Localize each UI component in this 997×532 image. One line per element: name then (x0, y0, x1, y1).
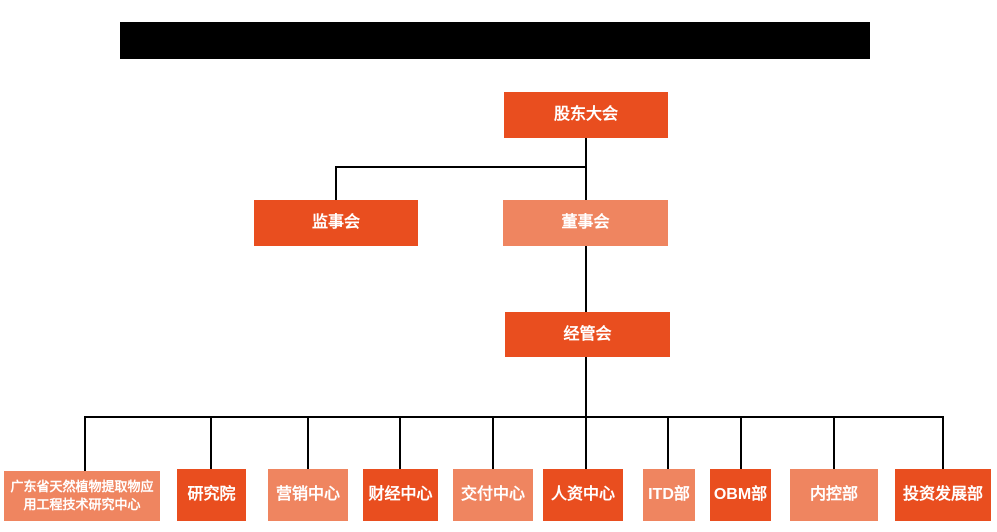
org-node-label: 人资中心 (550, 486, 615, 504)
org-node-label: 广东省天然植物提取物应用工程技术研究中心 (10, 479, 154, 512)
connector-drop-1 (84, 416, 86, 471)
connector-drop-5 (492, 416, 494, 469)
connector-management-down (585, 357, 587, 417)
connector-board-to-management (585, 246, 587, 312)
org-node-label: 内控部 (809, 486, 858, 504)
org-node-dept-obm: OBM部 (710, 469, 771, 521)
org-node-label: 研究院 (187, 486, 236, 504)
org-node-label: 董事会 (561, 214, 610, 232)
org-node-board-of-directors: 董事会 (503, 200, 668, 246)
org-node-dept-marketing-center: 营销中心 (268, 469, 348, 521)
connector-branch-horizontal (335, 166, 587, 168)
org-node-dept-hr-center: 人资中心 (543, 469, 623, 521)
org-node-dept-investment-development: 投资发展部 (895, 469, 991, 521)
org-node-label: 交付中心 (460, 486, 525, 504)
org-node-dept-internal-control: 内控部 (790, 469, 878, 521)
org-node-label: 经管会 (563, 325, 612, 343)
connector-supervisory-vertical (335, 166, 337, 200)
org-node-label: OBM部 (713, 486, 768, 504)
connector-drop-10 (942, 416, 944, 469)
connector-drop-8 (740, 416, 742, 469)
org-node-label: 营销中心 (275, 486, 340, 504)
org-node-label: 股东大会 (553, 106, 618, 124)
org-node-supervisory-board: 监事会 (254, 200, 418, 246)
connector-drop-7 (667, 416, 669, 469)
connector-departments-horizontal (84, 416, 944, 418)
org-node-dept-research-institute: 研究院 (177, 469, 246, 521)
connector-root-vertical (585, 138, 587, 200)
org-node-dept-research-center: 广东省天然植物提取物应用工程技术研究中心 (4, 471, 160, 521)
org-node-label: 财经中心 (368, 486, 433, 504)
org-node-label: 监事会 (311, 214, 360, 232)
connector-drop-4 (399, 416, 401, 469)
org-node-management-committee: 经管会 (505, 312, 670, 357)
connector-drop-9 (833, 416, 835, 469)
org-node-label: ITD部 (648, 486, 690, 504)
title-redaction-bar (120, 22, 870, 59)
org-node-label: 投资发展部 (902, 486, 983, 504)
org-node-dept-delivery-center: 交付中心 (453, 469, 533, 521)
connector-drop-3 (307, 416, 309, 469)
org-node-shareholders-meeting: 股东大会 (504, 92, 668, 138)
connector-drop-2 (210, 416, 212, 469)
org-node-dept-finance-center: 财经中心 (363, 469, 438, 521)
connector-drop-6 (585, 416, 587, 469)
org-node-dept-itd: ITD部 (643, 469, 695, 521)
